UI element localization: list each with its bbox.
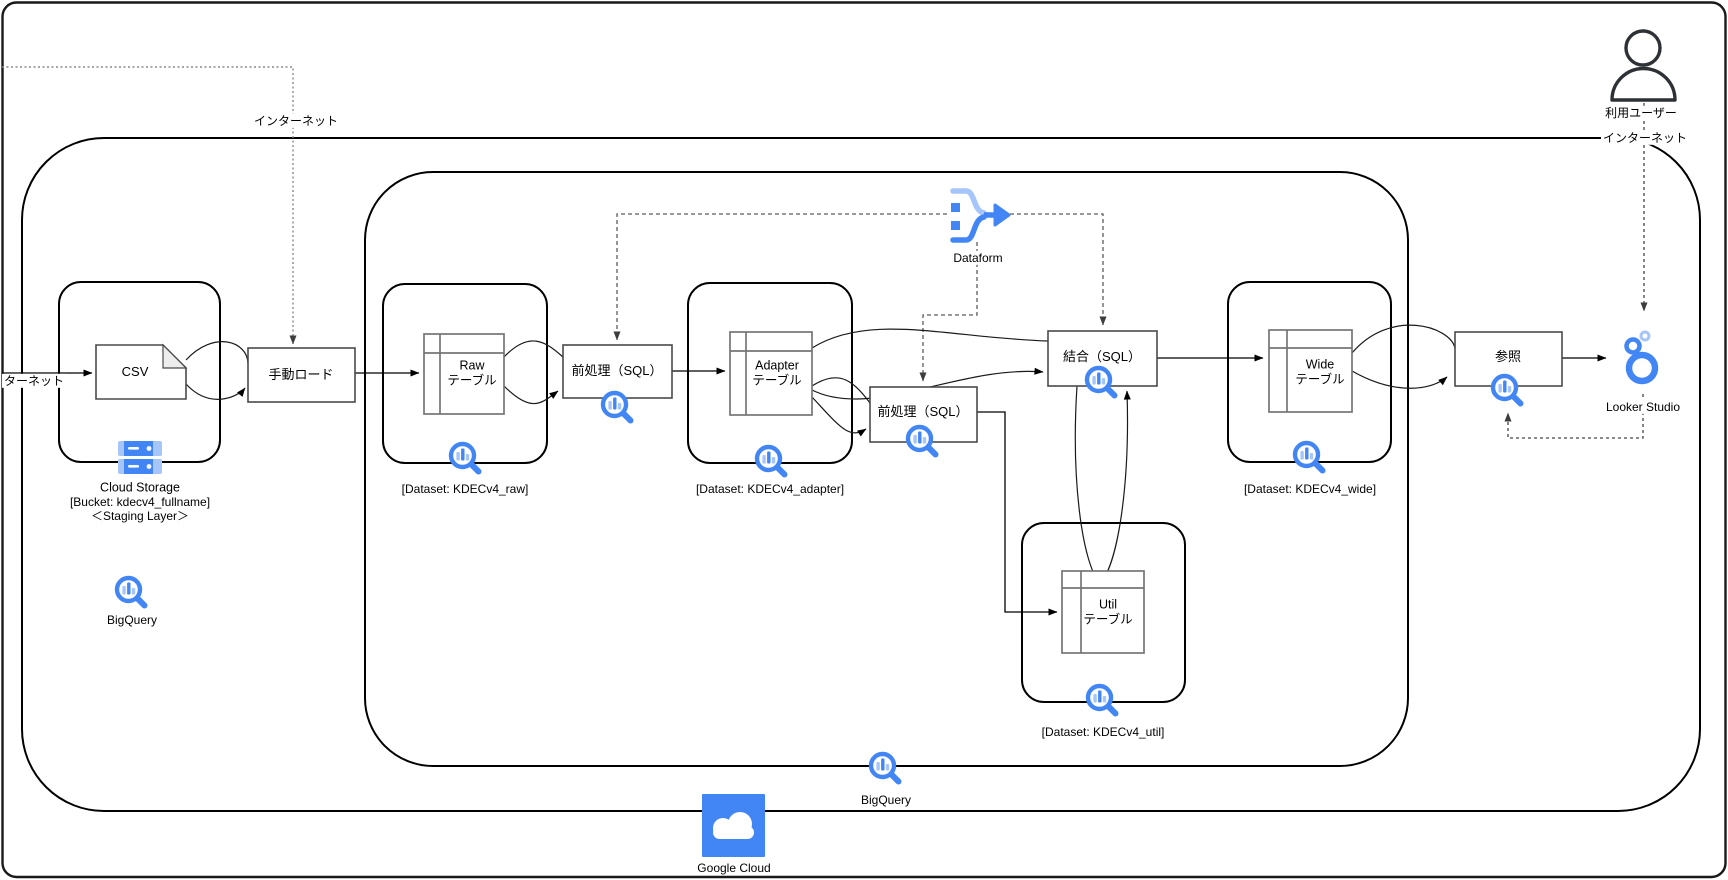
edge-raw-to-preprocess1-upper [503,340,564,358]
edge-dataform-to-preprocess2-dashed [919,242,978,382]
bigquery-bottom-label: BigQuery [858,792,914,808]
internet-top-label: インターネット [251,113,341,129]
wide-table-label-2: テーブル [1295,372,1345,387]
edge-dataform-to-join-dashed [1003,213,1107,326]
edge-adapter-to-join-upper [811,328,1049,349]
join-label: 結合（SQL） [1062,349,1142,365]
edge-csv-to-manual-load-upper [185,341,249,364]
google-cloud-label: Google Cloud [695,860,773,876]
bigquery-container [364,171,1409,767]
bigquery-left-label: BigQuery [104,612,160,628]
dataset-raw-label: [Dataset: KDECv4_raw] [399,481,531,497]
raw-table-label-2: テーブル [447,373,497,388]
dataset-wide-label: [Dataset: KDECv4_wide] [1241,481,1379,497]
user-label: 利用ユーザー [1603,105,1679,121]
cloud-storage-icon [118,441,162,474]
edge-raw-to-preprocess1-lower [503,385,559,405]
adapter-table-icon [729,331,813,416]
internet-right-label: インターネット [1600,130,1690,146]
util-table-label-2: テーブル [1083,612,1133,627]
edge-preprocess2-to-util [977,411,1058,616]
looker-studio-icon [1624,330,1659,385]
dataset-util-label: [Dataset: KDECv4_util] [1039,724,1167,740]
edge-dataform-to-preprocess1-dashed [613,213,947,341]
cloud-storage-layer-label: ＜Staging Layer＞ [88,508,192,524]
dataform-icon [950,188,1011,243]
raw-table-icon [423,333,505,415]
raw-table-label-1: Raw [459,358,485,373]
manual-load-box [247,347,356,403]
adapter-table-label-2: テーブル [752,373,802,388]
adapter-table-label-1: Adapter [755,358,799,373]
wide-table-label-1: Wide [1305,357,1335,372]
preprocess2-label: 前処理（SQL） [877,404,969,420]
dataform-label: Dataform [951,250,1005,266]
google-cloud-container [21,137,1701,812]
edge-adapter-to-preprocess2-lower [811,396,867,437]
edge-csv-to-manual-load-lower [185,383,246,400]
edge-wide-to-reference-lower [1351,370,1448,389]
edge-adapter-to-preprocess2-upper [811,377,871,404]
cloud-storage-title: Cloud Storage [98,480,182,496]
bigquery-icon-left [117,578,145,606]
edge-wide-to-reference-upper [1351,324,1456,354]
util-table-icon [1061,570,1145,654]
cloud-storage-bucket-label: [Bucket: kdecv4_fullname] [67,494,213,510]
google-cloud-icon [702,794,765,857]
csv-file-shape [95,343,188,400]
csv-label: CSV [121,364,149,380]
preprocess1-box [562,344,673,399]
preprocess1-label: 前処理（SQL） [571,363,663,379]
reference-label: 参照 [1494,349,1522,365]
wide-table-icon [1268,329,1353,413]
util-table-label-1: Util [1098,597,1118,612]
dataset-adapter-label: [Dataset: KDECv4_adapter] [693,481,847,497]
manual-load-label: 手動ロード [268,367,334,383]
bigquery-icon-bottom [871,754,899,782]
internet-left-label: ターネット [2,373,67,389]
looker-studio-label: Looker Studio [1603,399,1683,415]
user-person-icon [1610,29,1677,102]
